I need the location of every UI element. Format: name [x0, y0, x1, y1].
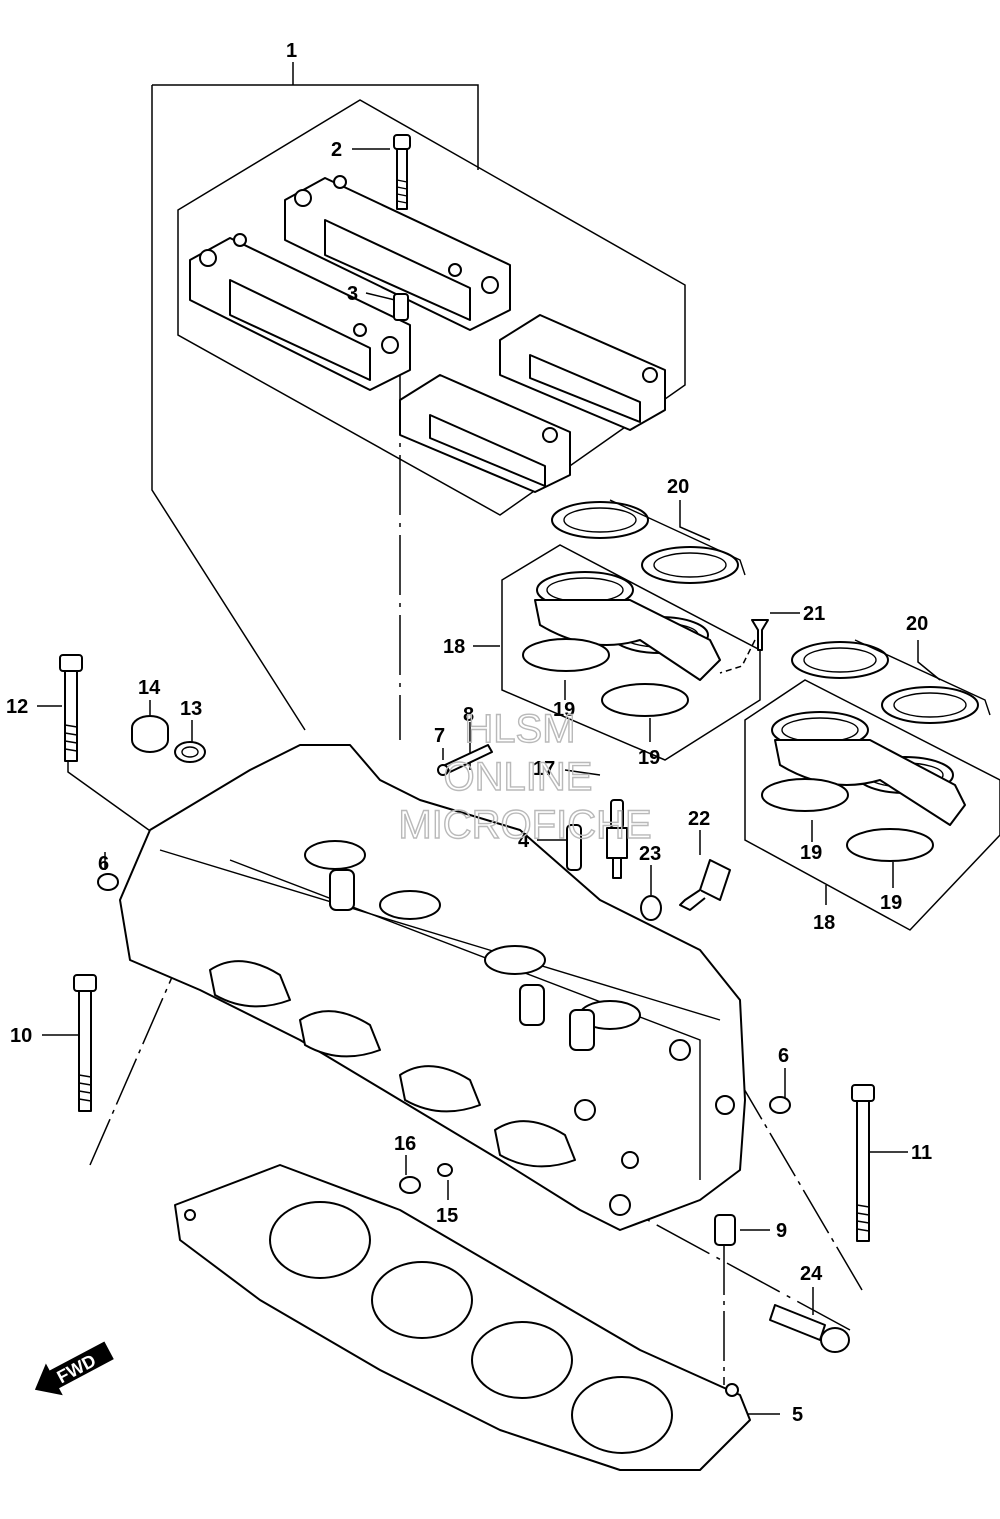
callout-12: 12 — [6, 696, 28, 718]
callout-19-d: 19 — [880, 892, 902, 914]
callout-15: 15 — [436, 1205, 458, 1227]
fwd-label: FWD — [54, 1350, 100, 1387]
plug-14-shape — [131, 715, 169, 753]
callout-21: 21 — [803, 603, 825, 625]
callout-18-upper: 18 — [443, 636, 465, 658]
callout-20-b: 20 — [906, 613, 928, 635]
callout-6-left: 6 — [98, 853, 109, 875]
intake-pipe-lower-group — [744, 639, 1000, 931]
callout-19-b: 19 — [638, 747, 660, 769]
callout-4: 4 — [518, 830, 530, 852]
callout-3: 3 — [347, 283, 358, 305]
callout-19-c: 19 — [800, 842, 822, 864]
callout-5: 5 — [792, 1404, 803, 1426]
callout-23: 23 — [639, 843, 661, 865]
camshaft-holder-set — [177, 99, 686, 516]
cylinder-head-gasket — [174, 1164, 751, 1471]
watermark-line-3: MICROFICHE — [398, 803, 651, 847]
callout-16: 16 — [394, 1133, 416, 1155]
small-parts — [59, 654, 875, 1353]
fwd-direction-badge: FWD — [34, 1341, 114, 1396]
cylinder-head-body — [119, 744, 746, 1231]
callout-13: 13 — [180, 698, 202, 720]
callout-17: 17 — [533, 758, 555, 780]
callout-8: 8 — [463, 704, 474, 726]
callout-labels: 1 2 3 4 5 6 6 7 8 9 10 11 12 13 14 15 16… — [6, 40, 932, 1426]
watermark-line-2: ONLINE — [444, 755, 593, 799]
callout-1: 1 — [286, 40, 297, 62]
callout-10: 10 — [10, 1025, 32, 1047]
callout-11: 11 — [911, 1142, 932, 1164]
callout-19-a: 19 — [553, 699, 575, 721]
watermark-line-1: HLSM — [464, 707, 575, 751]
arrow-left-down-icon — [34, 1341, 114, 1396]
watermark: HLSM ONLINE MICROFICHE — [398, 706, 653, 847]
callout-6-right: 6 — [778, 1045, 789, 1067]
callout-22: 22 — [688, 808, 710, 830]
callout-2: 2 — [331, 139, 342, 161]
bolt-24-shape — [769, 1304, 850, 1353]
callout-14: 14 — [138, 677, 161, 699]
callout-9: 9 — [776, 1220, 787, 1242]
callout-7: 7 — [434, 725, 445, 747]
callout-24: 24 — [800, 1263, 823, 1285]
callout-20-a: 20 — [667, 476, 689, 498]
callout-18-lower: 18 — [813, 912, 835, 934]
intake-pipe-upper-group — [501, 499, 769, 761]
